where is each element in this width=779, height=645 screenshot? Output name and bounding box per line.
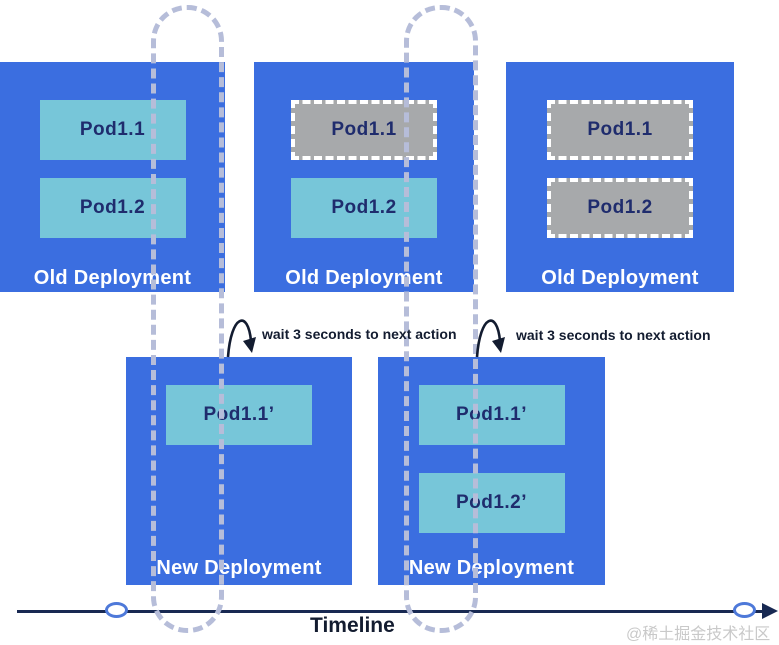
- old3-pod-1: Pod1.1: [547, 100, 693, 160]
- timeline-arrowhead-icon: [762, 603, 778, 619]
- old1-pod-1: Pod1.1: [39, 100, 186, 160]
- timeline-line: [17, 610, 767, 613]
- new-deployment-2-label: New Deployment: [408, 557, 575, 579]
- old2-pod-1: Pod1.1: [291, 100, 437, 160]
- curved-arrow-icon-1: [226, 319, 256, 358]
- new-deployment-1-label: New Deployment: [156, 557, 322, 579]
- watermark: @稀土掘金技术社区: [626, 626, 771, 643]
- old-deployment-2-box: Pod1.1 Pod1.2 Old Deployment: [254, 62, 474, 292]
- curved-arrow-icon-2: [475, 319, 505, 358]
- old2-pod-2: Pod1.2: [291, 178, 437, 238]
- old-deployment-3-box: Pod1.1 Pod1.2 Old Deployment: [506, 62, 734, 292]
- wait-annotation-2: wait 3 seconds to next action: [516, 327, 711, 343]
- time-slice-capsule-1: [151, 5, 224, 633]
- timeline-label: Timeline: [310, 614, 395, 637]
- timeline-marker-circle-1: [105, 602, 128, 618]
- time-slice-capsule-2: [404, 5, 478, 633]
- old3-pod-2: Pod1.2: [547, 178, 693, 238]
- old1-pod-2: Pod1.2: [39, 178, 186, 238]
- old-deployment-3-label: Old Deployment: [541, 267, 699, 289]
- new-deployment-1-box: Pod1.1’ New Deployment: [126, 357, 352, 585]
- timeline-marker-circle-2: [733, 602, 756, 618]
- old-deployment-2-label: Old Deployment: [285, 267, 443, 289]
- wait-annotation-1: wait 3 seconds to next action: [262, 326, 457, 342]
